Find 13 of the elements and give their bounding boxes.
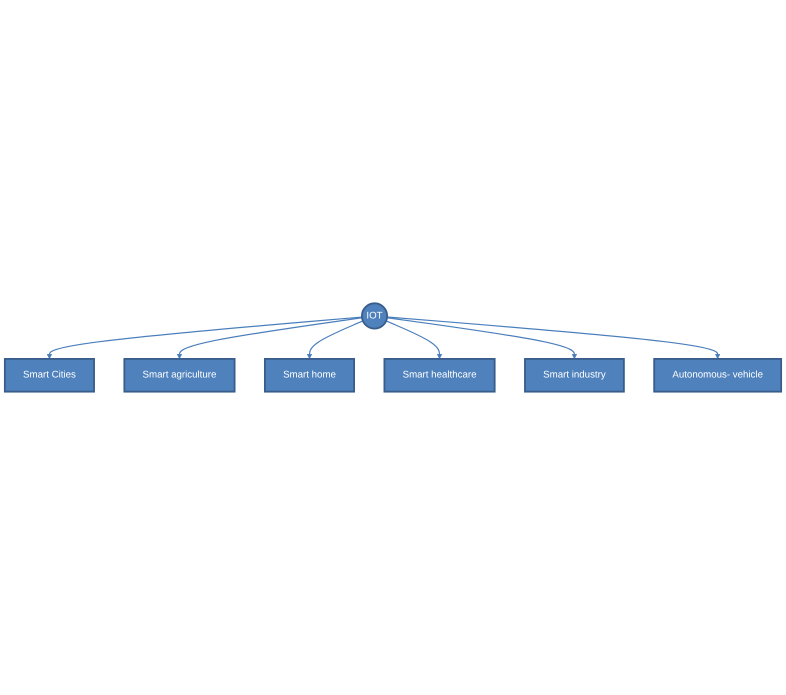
node-box: Smart agriculture bbox=[123, 358, 236, 393]
node-box: Smart Cities bbox=[4, 358, 95, 393]
node-box: Smart home bbox=[264, 358, 356, 393]
node-box: Smart industry bbox=[524, 358, 625, 393]
arrow bbox=[386, 317, 578, 360]
arrow bbox=[176, 317, 362, 360]
arrow bbox=[386, 320, 442, 360]
node-box: Autonomous- vehicle bbox=[653, 358, 782, 393]
arrow bbox=[46, 316, 362, 360]
node-box: Smart healthcare bbox=[384, 358, 496, 393]
node-circle: IOT bbox=[360, 302, 388, 330]
arrow bbox=[387, 316, 720, 360]
arrow bbox=[306, 320, 364, 360]
